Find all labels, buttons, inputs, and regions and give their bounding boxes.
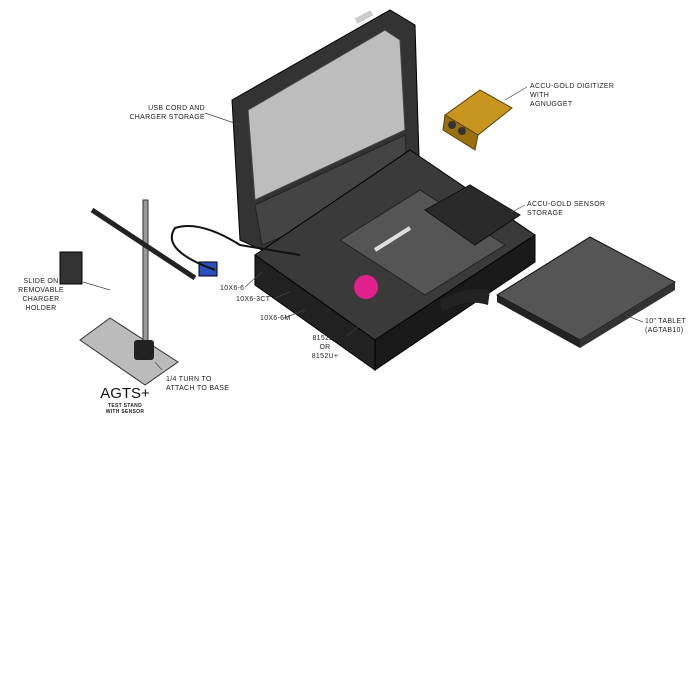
- case-base: [254, 149, 536, 371]
- label-digitizer: ACCU-GOLD DIGITIZER WITH AGNUGGET: [530, 82, 614, 109]
- label-line: TEST STAND: [107, 403, 143, 409]
- label-tablet: 10" TABLET (AGTAB10): [645, 317, 686, 335]
- label-line: ATTACH TO BASE: [166, 385, 230, 392]
- sensor-disc: [354, 275, 378, 299]
- label-chamber-10x6-3ct: 10X6-3CT: [236, 296, 271, 303]
- leader-lines: [82, 86, 644, 371]
- label-line: 8152LT: [312, 335, 338, 342]
- label-line: ACCU-GOLD DIGITIZER: [530, 83, 615, 90]
- label-line: CHARGER STORAGE: [129, 114, 205, 121]
- label-line: USB CORD AND: [148, 105, 205, 112]
- label-line: AGNUGGET: [530, 101, 573, 108]
- label-line: CHARGER: [22, 296, 60, 303]
- label-line: WITH: [530, 92, 550, 99]
- label-charger-holder: SLIDE ON REMOVABLE CHARGER HOLDER: [0, 277, 82, 313]
- label-line: OR: [319, 344, 331, 351]
- tablet-device: [496, 236, 677, 348]
- label-line: WITH SENSOR: [105, 409, 145, 415]
- label-line: REMOVABLE: [18, 287, 64, 294]
- label-meter: 8152LT OR 8152U+: [302, 334, 348, 361]
- stand-subtitle: TEST STAND WITH SENSOR: [100, 403, 150, 415]
- stand-title: AGTS+: [100, 385, 150, 402]
- label-line: 1/4 TURN TO: [166, 376, 212, 383]
- label-line: ACCU-GOLD SENSOR: [527, 201, 606, 208]
- label-quarter-turn: 1/4 TURN TO ATTACH TO BASE: [166, 375, 229, 393]
- label-line: STORAGE: [527, 210, 564, 217]
- label-chamber-10x6-6m: 10X6-6M: [260, 315, 291, 322]
- label-line: HOLDER: [25, 305, 57, 312]
- case-handle: [440, 288, 490, 312]
- label-line: (AGTAB10): [645, 327, 684, 334]
- label-line: 10" TABLET: [645, 318, 687, 325]
- label-chamber-10x6-6: 10X6-6: [220, 285, 245, 292]
- label-line: 8152U+: [311, 353, 339, 360]
- label-usb-storage: USB CORD AND CHARGER STORAGE: [100, 104, 205, 122]
- test-stand: [59, 199, 301, 386]
- label-line: SLIDE ON: [23, 278, 59, 285]
- label-sensor-storage: ACCU-GOLD SENSOR STORAGE: [527, 200, 605, 218]
- charger-holder: [59, 251, 83, 285]
- digitizer-device: [442, 89, 513, 151]
